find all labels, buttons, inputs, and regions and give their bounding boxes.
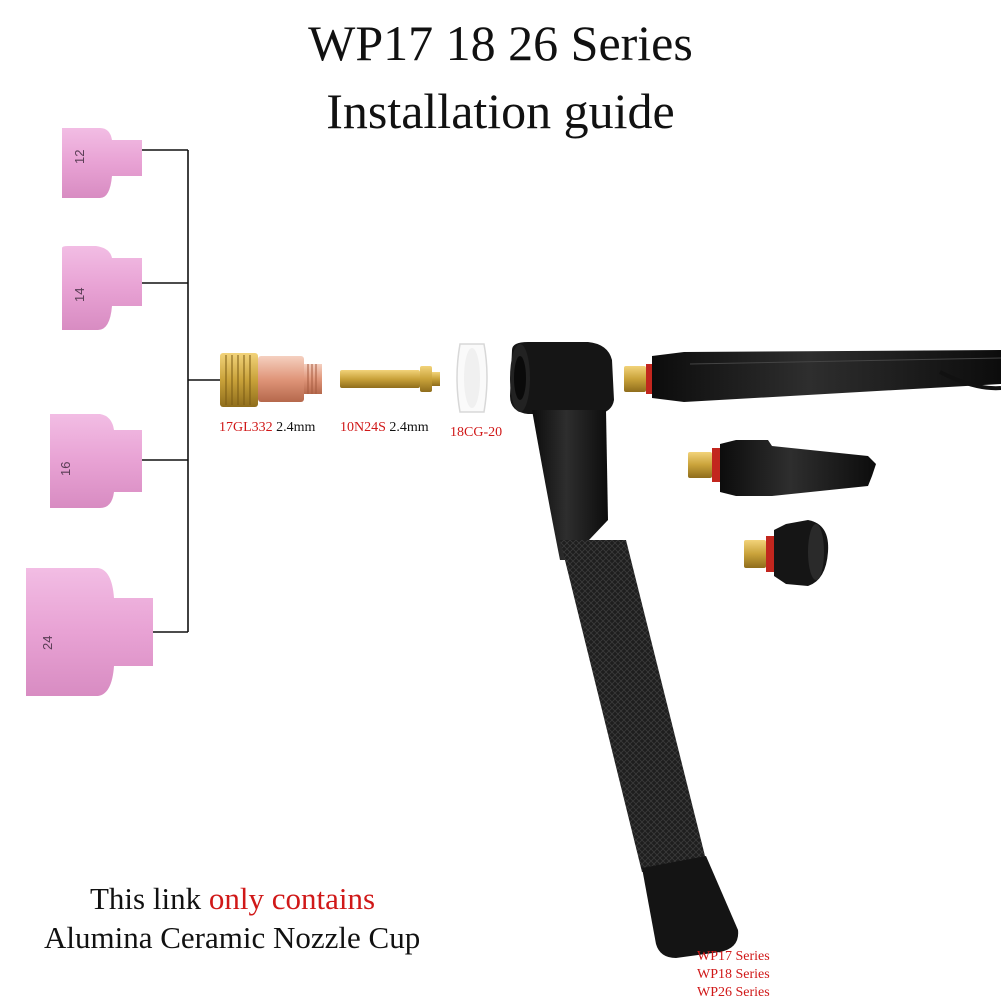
note-line-1: This link only contains [90, 881, 375, 917]
series-label-wp17: WP17 Series [697, 949, 770, 964]
series-label-wp26: WP26 Series [697, 985, 770, 1000]
title-line-2: Installation guide [326, 83, 675, 139]
nozzle-cup-24: 24 [26, 568, 153, 696]
gasket-part [456, 343, 488, 413]
note-line-2: Alumina Ceramic Nozzle Cup [44, 920, 421, 955]
nozzle-cup-12: 12 [62, 128, 142, 198]
collet-part [340, 366, 440, 392]
collet-label: 10N24S 2.4mm [340, 420, 429, 436]
collet-body-spec: 2.4mm [276, 420, 316, 435]
cup-size-label: 16 [58, 462, 73, 476]
torch-body [510, 342, 1001, 958]
cup-size-label: 12 [72, 150, 87, 164]
collet-body-part [220, 353, 322, 407]
gasket-code: 18CG-20 [450, 425, 503, 440]
collet-body-label: 17GL332 2.4mm [219, 420, 315, 436]
collet-body-code: 17GL332 [219, 420, 273, 435]
nozzle-cup-16: 16 [50, 414, 142, 508]
cup-size-label: 14 [72, 288, 87, 302]
cup-size-label: 24 [40, 636, 55, 650]
title-line-1: WP17 18 26 Series [308, 15, 693, 71]
collet-spec: 2.4mm [389, 420, 429, 435]
series-label-wp18: WP18 Series [697, 967, 770, 982]
cup-bracket [142, 149, 220, 633]
note-highlight: only contains [208, 881, 376, 916]
back-cap-medium [688, 440, 876, 496]
collet-code: 10N24S [340, 420, 386, 435]
back-cap-short [744, 520, 829, 586]
nozzle-cup-14: 14 [62, 246, 142, 330]
note-prefix: This link [90, 881, 209, 916]
